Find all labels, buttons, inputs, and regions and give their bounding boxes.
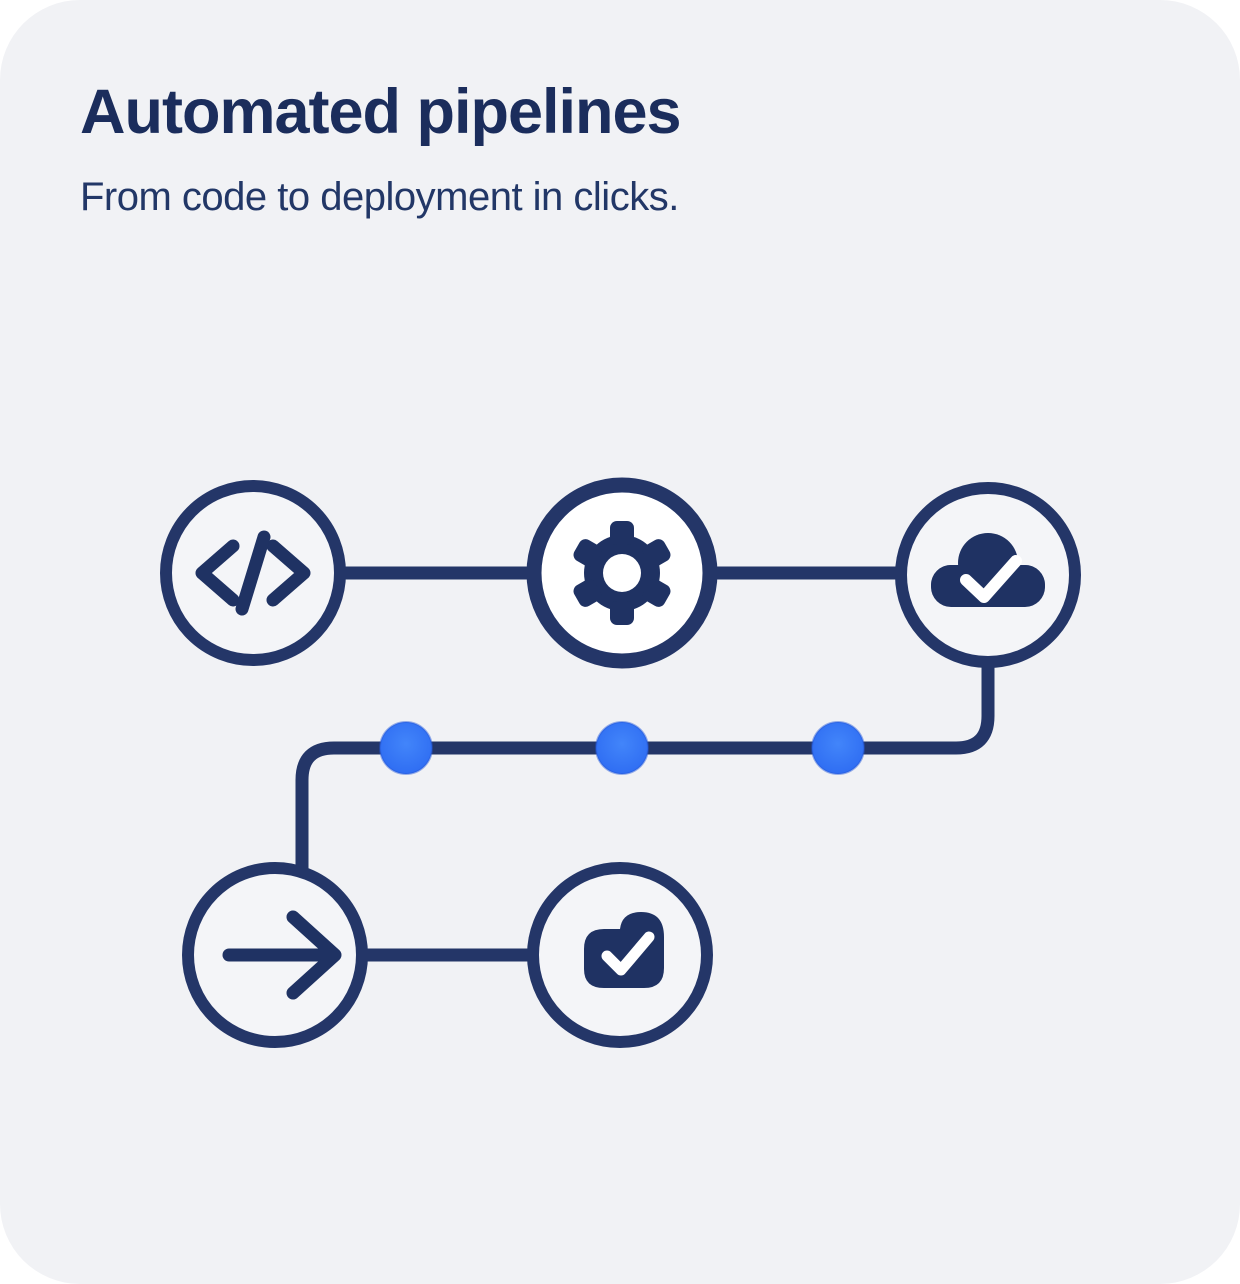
page-subtitle: From code to deployment in clicks. xyxy=(80,175,679,220)
pipeline-dot xyxy=(811,721,865,775)
code-icon xyxy=(195,530,311,616)
pipeline-node-deploy xyxy=(895,482,1081,668)
card-header: Automated pipelines From code to deploym… xyxy=(80,77,1160,220)
check-badge-icon xyxy=(584,912,664,988)
pipeline-node-code xyxy=(160,480,346,666)
gear-icon xyxy=(573,521,671,625)
pipeline-dot xyxy=(379,721,433,775)
arrow-right-icon xyxy=(222,910,342,1000)
pipeline-node-run xyxy=(182,862,368,1048)
page-title: Automated pipelines xyxy=(80,77,682,147)
cloud-check-icon xyxy=(931,533,1045,607)
pipeline-dot xyxy=(595,721,649,775)
pipeline-node-done xyxy=(527,862,713,1048)
pipeline-node-build xyxy=(526,477,718,669)
